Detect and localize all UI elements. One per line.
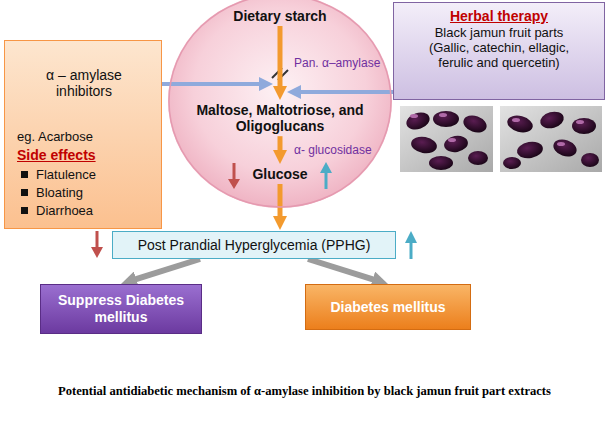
node-text: Dietary starch — [233, 8, 326, 24]
berry-shine — [448, 138, 456, 142]
bullet-item: Flatulence — [17, 166, 151, 184]
berry — [572, 118, 596, 134]
arrow-shaft — [325, 172, 328, 189]
ellipse-border — [169, 0, 391, 207]
enzyme-label: α- glucosidase — [294, 143, 372, 157]
disease-box: Diabetes mellitus — [305, 284, 471, 330]
pathway-ellipse-fill — [168, 0, 392, 208]
berry — [551, 136, 579, 159]
berry — [443, 134, 469, 154]
berry — [581, 153, 599, 167]
berry — [404, 109, 432, 132]
substrate-label: Dietary starch — [233, 8, 326, 24]
flow-arrow — [278, 136, 283, 164]
berry — [516, 140, 544, 160]
decrease-arrow — [228, 163, 240, 189]
node-text: eg. Acarbose — [17, 129, 151, 144]
node-text: Glucose — [252, 166, 307, 182]
flow-arrow — [162, 82, 273, 86]
node-text: Black jamun fruit parts (Gallic, catechi… — [413, 26, 585, 71]
node-text: Herbal therapy — [402, 8, 596, 24]
berry — [503, 157, 521, 169]
berry-shine — [576, 120, 584, 124]
bullet-item: Bloating — [17, 184, 151, 202]
berry-shine — [512, 118, 520, 122]
bullet-item: Diarrhoea — [17, 202, 151, 220]
berry — [538, 109, 565, 131]
flow-arrow — [287, 90, 393, 94]
jamun-photo — [400, 106, 493, 172]
node-text: α – amylase inhibitors — [32, 67, 136, 99]
jamun-photo — [500, 106, 602, 172]
suppress-box: Suppress Diabetes mellitus — [40, 284, 202, 334]
arrow-head — [228, 179, 240, 189]
berry — [461, 112, 489, 135]
berry — [505, 113, 534, 135]
node-text: Diabetes mellitus — [316, 299, 460, 315]
inhibitor-box: α – amylase inhibitors eg. AcarboseSide e… — [4, 40, 162, 229]
pathway-ellipse: Dietary starchMaltose, Maltotriose, and … — [168, 0, 392, 208]
arrow-shaft — [410, 242, 413, 259]
decrease-arrow — [91, 231, 103, 258]
enzyme-label: Pan. α–amylase — [294, 56, 380, 70]
outcome-box: Post Prandial Hyperglycemia (PPHG) — [112, 231, 396, 259]
node-text: Side effects — [17, 147, 151, 163]
flow-arrow — [277, 26, 282, 100]
arrow-shaft — [96, 231, 99, 248]
increase-arrow — [405, 231, 417, 259]
photo-ground — [400, 106, 493, 172]
herbal-therapy-box: Herbal therapyBlack jamun fruit parts (G… — [393, 2, 605, 100]
berry-shine — [439, 113, 447, 117]
flow-arrow — [121, 259, 200, 284]
berry-shine — [557, 142, 565, 146]
node-text: Suppress Diabetes mellitus — [57, 292, 185, 326]
arrow-head — [320, 162, 332, 173]
product-label: Glucose — [252, 166, 307, 182]
berry-shine — [410, 114, 418, 118]
berry — [468, 151, 488, 165]
arrow-shaft — [233, 163, 236, 180]
flow-arrow — [308, 259, 388, 284]
figure-caption: Potential antidiabetic mechanism of α-am… — [0, 384, 609, 399]
arrow-head — [405, 231, 417, 243]
photo-ground — [500, 106, 602, 172]
node-text: Maltose, Maltotriose, and Oligoglucans — [182, 102, 378, 134]
node-text: Post Prandial Hyperglycemia (PPHG) — [119, 237, 389, 253]
increase-arrow — [320, 162, 332, 189]
product-label: Maltose, Maltotriose, and Oligoglucans — [182, 102, 378, 134]
arrow-head — [91, 247, 103, 258]
berry — [433, 111, 459, 127]
berry — [429, 156, 453, 170]
berry — [410, 135, 438, 155]
